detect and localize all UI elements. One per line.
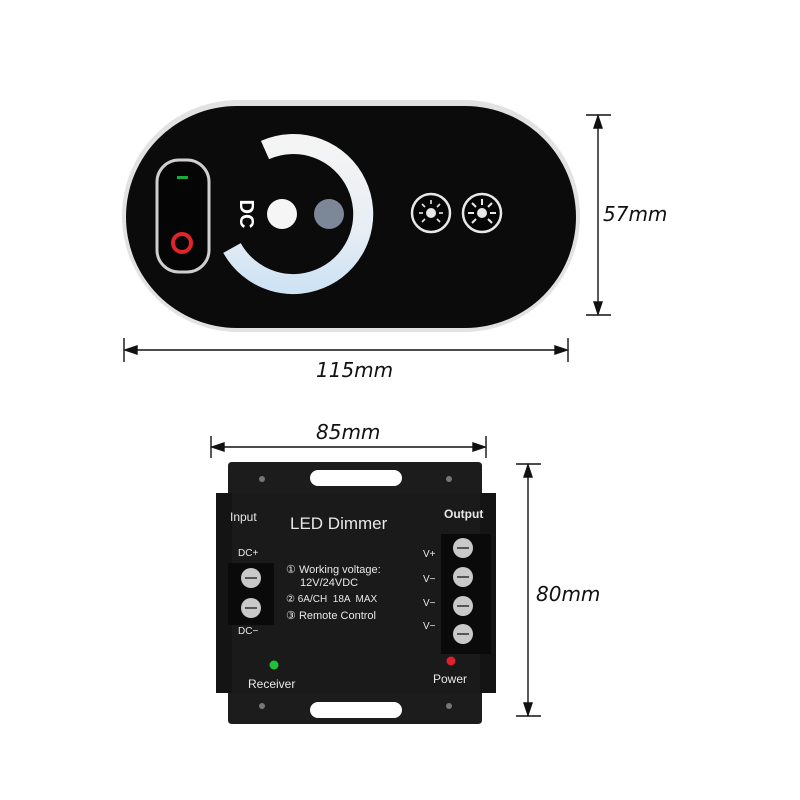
spec-1: ① Working voltage: 12V/24VDC bbox=[286, 564, 381, 590]
dimmer-width-label: 85mm bbox=[316, 420, 381, 444]
power-switch-icon bbox=[155, 158, 211, 274]
spec-3: ③ Remote Control bbox=[286, 609, 376, 622]
spec-2-number: ② bbox=[286, 594, 295, 605]
dc-minus-label: DC− bbox=[238, 626, 259, 637]
input-terminal-block bbox=[228, 563, 274, 625]
output-terminal-label: V− bbox=[423, 621, 436, 632]
power-label: Power bbox=[433, 672, 468, 686]
output-terminal-label: V− bbox=[423, 598, 436, 609]
brightness-down-icon[interactable] bbox=[410, 192, 452, 234]
led-dimmer-unit bbox=[216, 462, 496, 724]
spec-1-line2: 12V/24VDC bbox=[300, 577, 359, 589]
cool-white-button bbox=[314, 199, 344, 229]
remote-height-label: 57mm bbox=[603, 202, 668, 226]
color-temperature-ring-icon bbox=[223, 134, 374, 295]
dimmer-width-dimension bbox=[209, 436, 488, 458]
touch-remote: DC bbox=[122, 100, 580, 332]
spec-2: ② 6A/CH 18A MAX bbox=[286, 594, 377, 605]
warm-white-button bbox=[267, 199, 297, 229]
spec-3-text: Remote Control bbox=[298, 610, 376, 622]
output-terminal-label: V− bbox=[423, 574, 436, 585]
remote-width-dimension bbox=[122, 338, 570, 362]
power-led bbox=[446, 656, 456, 666]
receiver-led bbox=[269, 660, 279, 670]
dc-plus-label: DC+ bbox=[238, 548, 259, 559]
receiver-label: Receiver bbox=[248, 677, 296, 691]
remote-width-label: 115mm bbox=[316, 358, 394, 382]
spec-1-number: ① bbox=[286, 564, 296, 576]
remote-dc-label: DC bbox=[235, 200, 257, 229]
spec-2-text: 6A/CH 18A MAX bbox=[297, 594, 378, 605]
output-terminal-label: V+ bbox=[423, 549, 436, 560]
dimmer-title: LED Dimmer bbox=[290, 514, 388, 533]
spec-3-number: ③ bbox=[286, 610, 296, 622]
input-label: Input bbox=[230, 510, 257, 524]
brightness-up-icon[interactable] bbox=[461, 192, 503, 234]
spec-1-line1: Working voltage: bbox=[298, 564, 381, 576]
dimmer-height-dimension bbox=[516, 462, 541, 718]
output-terminal-block bbox=[441, 534, 491, 654]
output-label: Output bbox=[444, 507, 484, 521]
dimmer-height-label: 80mm bbox=[536, 582, 601, 606]
remote-height-dimension bbox=[586, 113, 611, 317]
